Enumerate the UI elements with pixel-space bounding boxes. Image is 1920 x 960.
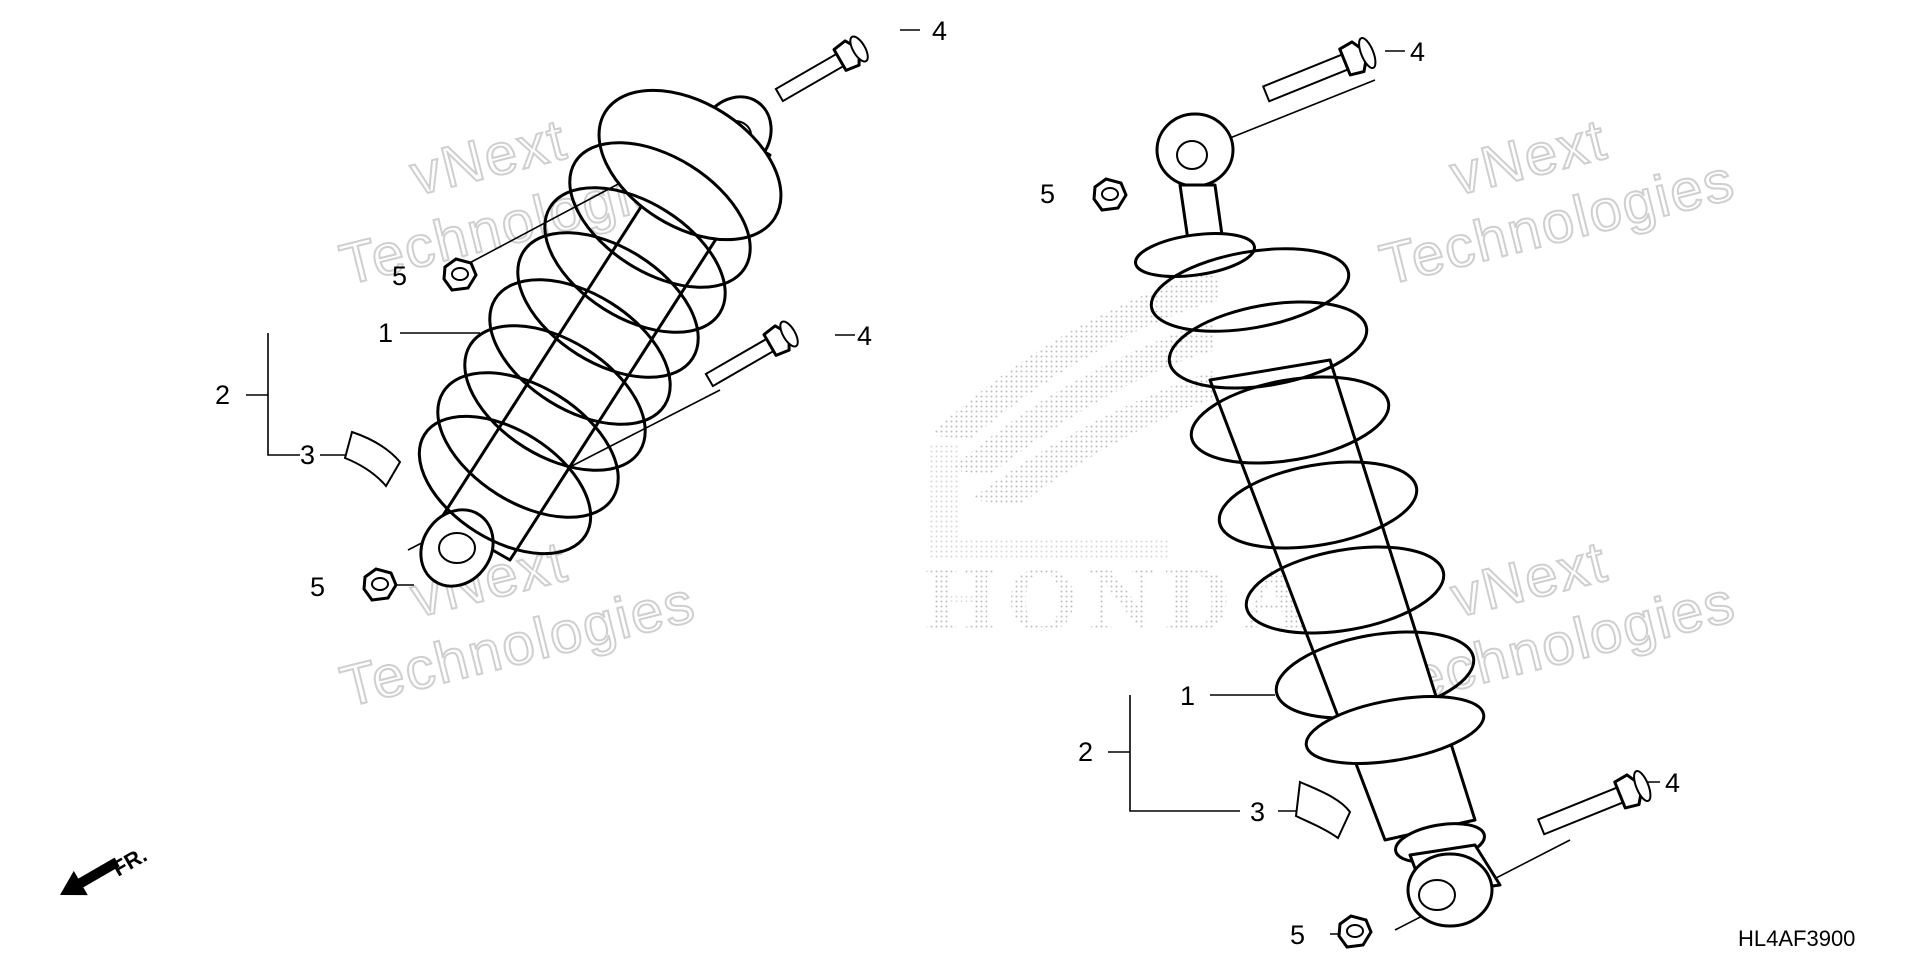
left-top-bolt [774, 35, 869, 103]
left-callout-shock: 1 [378, 318, 393, 348]
drawing-code: HL4AF3900 [1738, 926, 1855, 951]
left-shock-assembly: 4 5 1 2 3 4 5 [215, 16, 947, 602]
right-callout-shock: 1 [1180, 681, 1195, 711]
front-arrow-icon [60, 857, 120, 896]
left-label-piece [343, 430, 402, 488]
left-spring [417, 141, 752, 556]
right-callout-assembly: 2 [1078, 737, 1093, 767]
left-callout-label-part: 3 [300, 440, 315, 470]
left-callout-nut-bottom: 5 [310, 572, 325, 602]
left-bottom-nut [362, 567, 398, 602]
left-mid-bolt [704, 320, 799, 388]
right-spring [1149, 247, 1486, 765]
right-bottom-bolt [1536, 770, 1652, 836]
right-callout-label-part: 3 [1250, 797, 1265, 827]
watermark-bottom-left: vNext Technologies [333, 528, 703, 721]
right-callout-nut-bottom: 5 [1290, 920, 1305, 950]
left-callout-bolt-mid: 4 [857, 321, 872, 351]
front-label: FR. [108, 842, 151, 881]
left-top-nut [442, 257, 478, 292]
left-shock-absorber [417, 88, 783, 588]
right-bottom-nut [1337, 914, 1373, 949]
honda-logo-text: HONDA [925, 548, 1317, 650]
left-callout-bolt-top: 4 [932, 16, 947, 46]
honda-logo: HONDA [925, 270, 1317, 650]
right-shock-absorber [1134, 112, 1502, 928]
right-callout-bolt-top: 4 [1410, 37, 1425, 67]
right-shock-assembly: 4 5 1 2 3 4 5 [1040, 37, 1680, 950]
front-direction-indicator: FR. [60, 842, 151, 896]
right-callout-nut-top: 5 [1040, 179, 1055, 209]
left-callout-nut-top: 5 [392, 261, 407, 291]
watermark-top-right: vNext Technologies [1373, 106, 1743, 299]
left-callout-assembly: 2 [215, 380, 230, 410]
right-top-bolt [1261, 37, 1377, 103]
right-callout-bolt-bottom: 4 [1665, 768, 1680, 798]
honda-wing-graphic [930, 270, 1220, 560]
right-top-nut [1092, 177, 1128, 212]
right-label-piece [1294, 780, 1352, 840]
